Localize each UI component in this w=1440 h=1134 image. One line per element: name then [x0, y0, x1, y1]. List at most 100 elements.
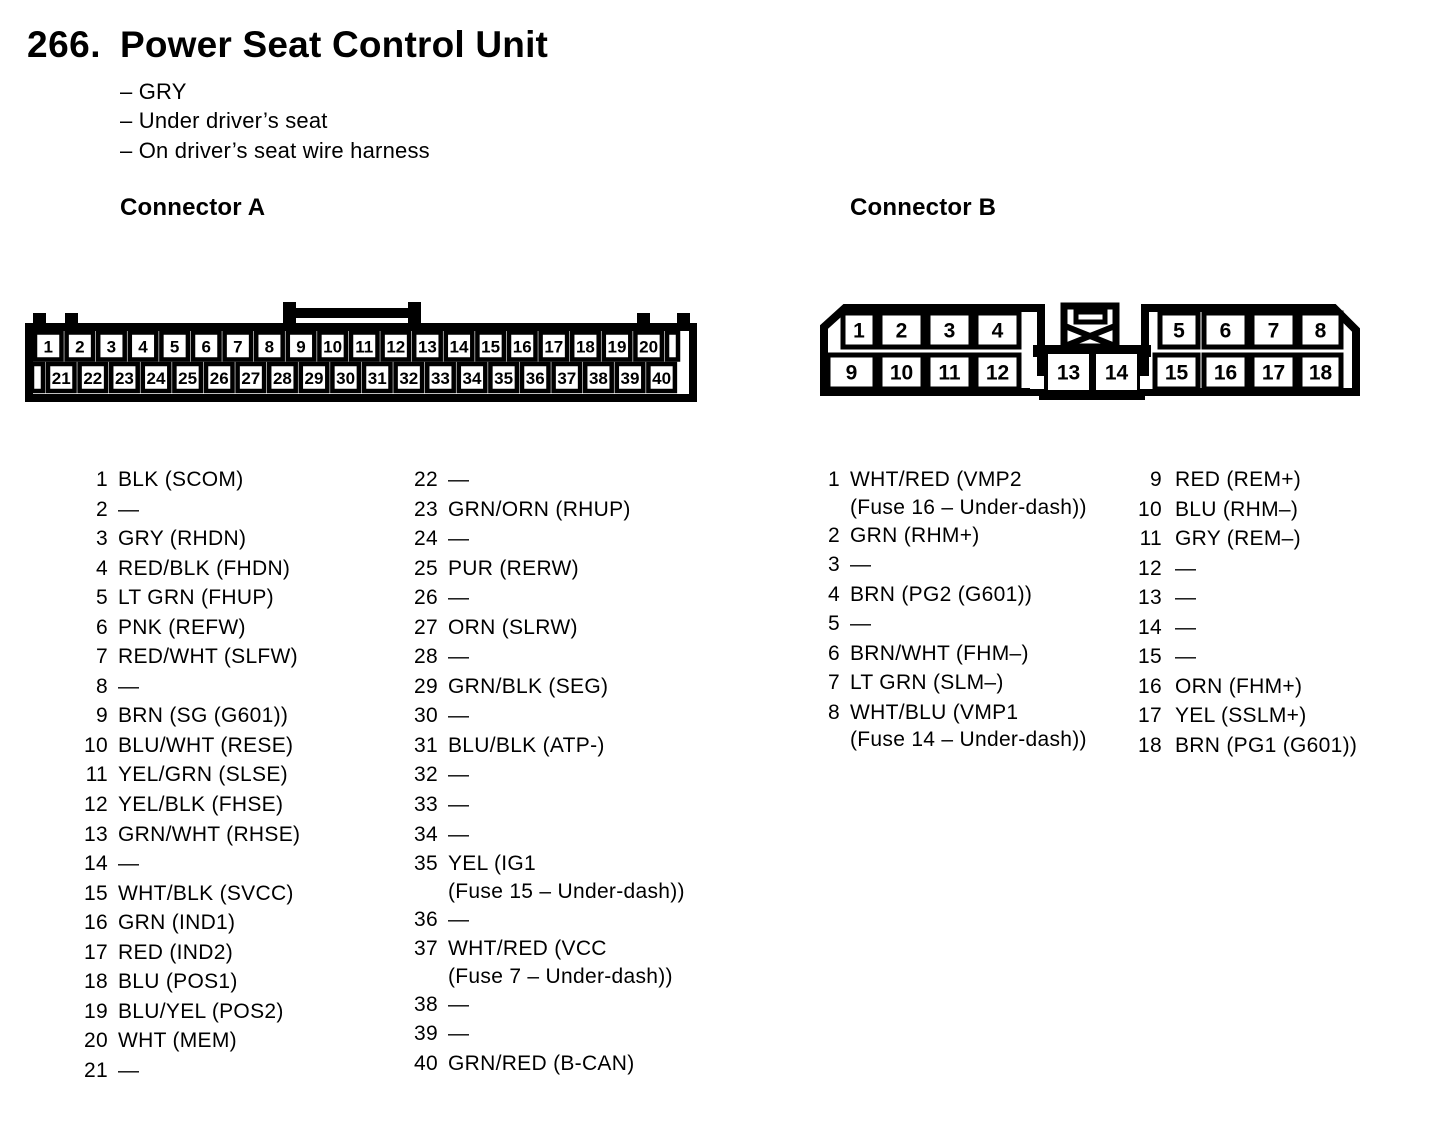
pin-box-number: 40 — [652, 369, 671, 388]
pin-box-number: 23 — [115, 369, 134, 388]
note-harness: – On driver’s seat wire harness — [120, 137, 430, 163]
pin-wire-label-line1: — — [118, 674, 140, 698]
pin-number: 1 — [96, 468, 108, 491]
pin-wire-label-line1: RED (REM+) — [1175, 468, 1302, 491]
pin-wire-label: YEL/BLK (FHSE) — [118, 790, 283, 820]
pin-box — [1297, 310, 1344, 350]
pin-box-number: 13 — [418, 338, 437, 357]
pin-number: 37 — [414, 937, 438, 961]
pin-wire-label-line1: PNK (REFW) — [118, 615, 246, 639]
pin-box — [877, 310, 926, 350]
pin-wire-label-line1: GRN (IND1) — [118, 911, 236, 935]
pin-box-number: 7 — [1268, 320, 1280, 343]
pin-box — [266, 361, 298, 394]
pin-wire-label-line1: BRN (PG2 (G601)) — [850, 582, 1033, 606]
pin-wire-label-line1: YEL (IG1 — [448, 852, 536, 876]
pin-row: 28— — [410, 642, 685, 672]
pin-wire-label-line1: — — [448, 793, 470, 817]
pin-number: 6 — [828, 641, 840, 665]
pin-number: 12 — [1138, 556, 1162, 580]
pin-wire-label-line1: — — [448, 468, 470, 491]
pin-number: 3 — [828, 553, 840, 577]
pin-wire-label: — — [448, 524, 469, 554]
pin-wire-label: RED/WHT (SLFW) — [118, 642, 298, 672]
pin-number: 8 — [828, 700, 840, 724]
pin-wire-label: WHT/BLK (SVCC) — [118, 879, 294, 909]
pin-row: 8— — [80, 672, 300, 702]
pin-wire-label: GRY (REM–) — [1175, 524, 1301, 554]
pin-wire-label: — — [1175, 613, 1196, 643]
pin-row: 30— — [410, 701, 685, 731]
pin-wire-label: — — [1175, 642, 1196, 672]
pin-fuse-note: (Fuse 14 – Under-dash)) — [850, 728, 1087, 752]
pin-box — [190, 330, 222, 362]
pin-wire-label: GRY (RHDN) — [118, 524, 246, 554]
pin-box — [1249, 310, 1298, 350]
pin-box — [203, 361, 235, 394]
pin-row: 38— — [410, 990, 685, 1020]
pin-box — [825, 352, 878, 392]
pin-box — [380, 330, 412, 362]
pin-box — [538, 330, 570, 362]
pin-number: 27 — [414, 615, 438, 639]
pin-box — [1157, 310, 1201, 350]
pin-box-number: 5 — [170, 338, 179, 357]
pin-box — [1096, 354, 1137, 390]
pin-wire-label-line1: — — [1175, 586, 1197, 610]
pin-number: 7 — [96, 645, 108, 669]
pin-fuse-note: (Fuse 15 – Under-dash)) — [448, 879, 685, 903]
pin-number: 38 — [414, 992, 438, 1016]
pin-number: 29 — [414, 674, 438, 698]
pin-wire-label: — — [448, 642, 469, 672]
pin-number: 36 — [414, 907, 438, 931]
pin-box — [172, 361, 204, 394]
pin-wire-label: — — [850, 609, 871, 639]
pin-number: 35 — [414, 852, 438, 876]
pin-box — [32, 330, 64, 362]
page-title: Power Seat Control Unit — [120, 24, 549, 65]
pin-wire-label-line1: — — [1175, 645, 1197, 669]
pin-wire-label-line1: — — [850, 553, 872, 577]
pin-box-number: 4 — [992, 320, 1004, 343]
pin-number: 14 — [1138, 615, 1162, 639]
pin-number: 15 — [1138, 645, 1162, 669]
pin-number: 11 — [1139, 527, 1162, 551]
pin-wire-label: — — [448, 820, 469, 850]
pin-wire-label-line1: YEL (SSLM+) — [1175, 704, 1307, 728]
pin-box-number: 22 — [83, 369, 102, 388]
pin-box — [488, 361, 520, 394]
pin-wire-label-line1: RED/WHT (SLFW) — [118, 645, 298, 669]
pin-number: 19 — [84, 999, 108, 1023]
pin-box — [973, 352, 1022, 392]
pin-box — [411, 330, 443, 362]
pin-wire-label-line1: — — [448, 586, 470, 610]
pin-wire-label-line1: — — [1175, 615, 1197, 639]
pin-wire-label: — — [448, 465, 469, 495]
pin-row: 3— — [812, 550, 1087, 580]
pin-wire-label-line1: WHT/BLU (VMP1 — [850, 700, 1019, 724]
pin-box-number: 1 — [43, 338, 52, 357]
pin-number: 26 — [414, 586, 438, 610]
pin-box — [840, 310, 878, 350]
pin-row: 15 — — [1134, 642, 1357, 672]
pin-box-number: 25 — [178, 369, 197, 388]
pin-box — [222, 330, 254, 362]
pin-wire-label: RED (IND2) — [118, 938, 233, 968]
pin-box-number: 10 — [890, 362, 913, 385]
pin-box — [1297, 352, 1344, 392]
pin-number: 16 — [84, 911, 108, 935]
pin-wire-label-line1: — — [118, 1058, 140, 1082]
pin-wire-label: RED/BLK (FHDN) — [118, 554, 290, 584]
pin-wire-label-line1: BLU/YEL (POS2) — [118, 999, 284, 1023]
pin-box — [95, 330, 127, 362]
pin-wire-label-line1: BLU (RHM–) — [1175, 497, 1299, 521]
